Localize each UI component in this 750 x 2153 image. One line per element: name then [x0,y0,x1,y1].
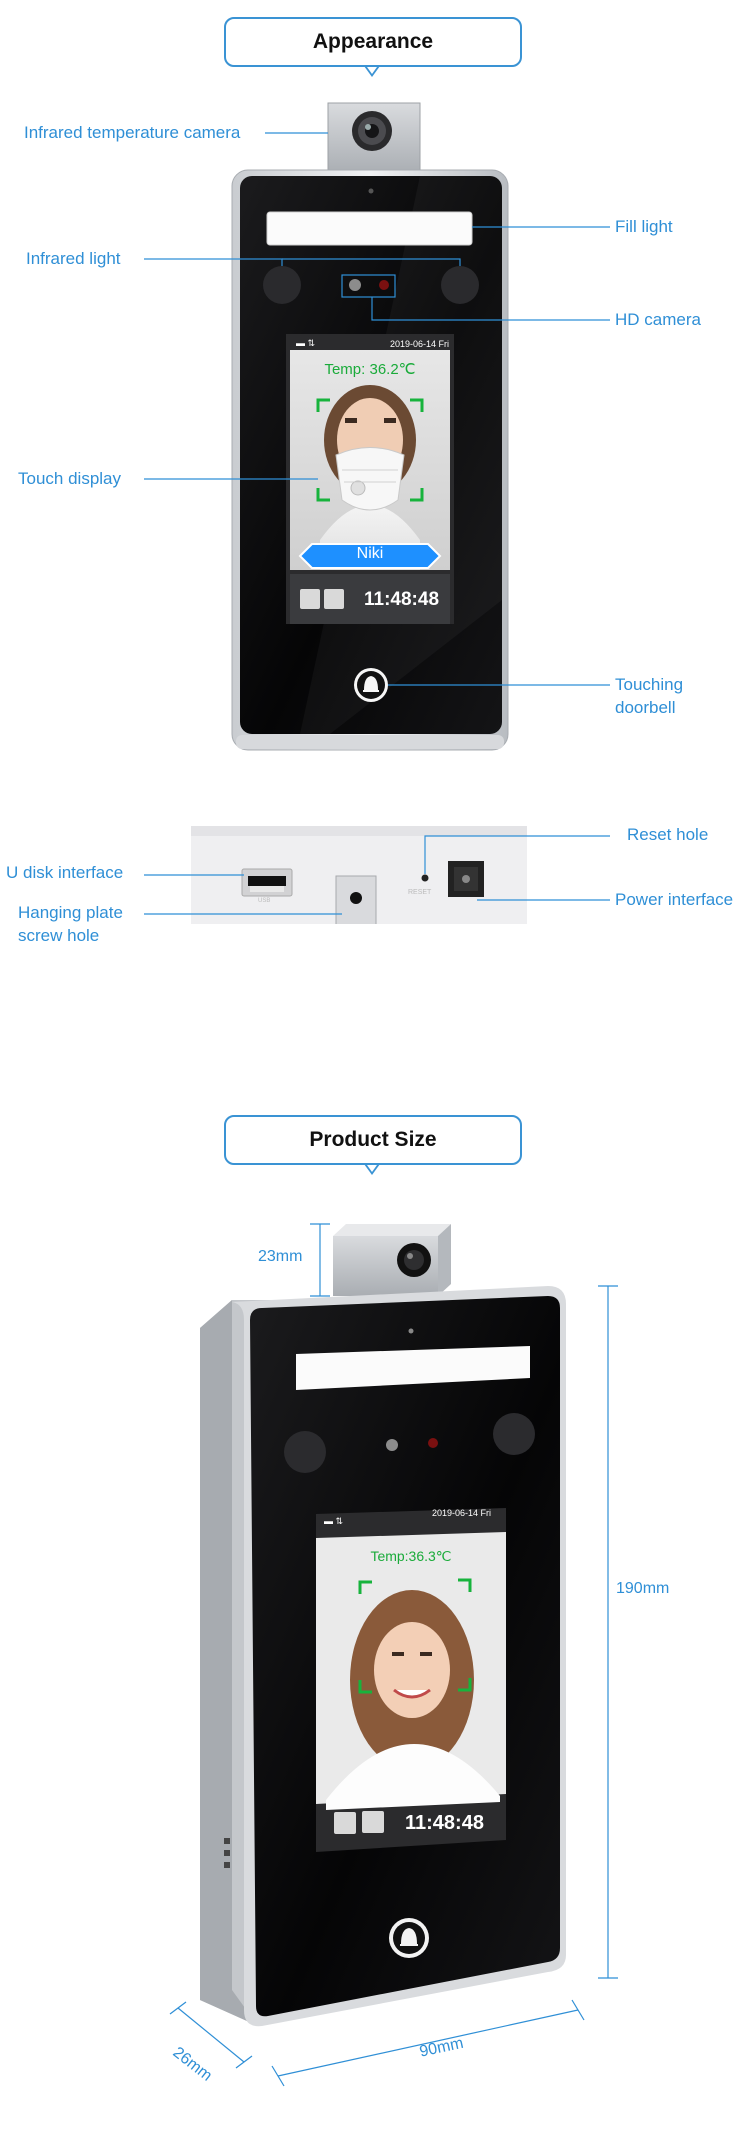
reset-port-text: RESET [408,889,432,896]
screen-name-badge: Niki [356,545,384,562]
label-touching-doorbell-1: Touching [615,675,684,694]
label-hanging-plate-1: Hanging plate [18,903,123,922]
screen-temp: Temp: 36.2℃ [324,361,416,378]
label-u-disk-interface: U disk interface [6,863,124,882]
screen-time: 11:48:48 [364,589,440,610]
product-size-title: Product Size [309,1128,437,1151]
size-screen-date: 2019-06-14 Fri [432,1508,492,1518]
screen-date: 2019-06-14 Fri [390,339,450,349]
face-detect-frame [316,398,424,502]
size-screen-temp: Temp:36.3℃ [370,1548,452,1564]
size-screen-time: 11:48:48 [405,1812,484,1834]
label-fill-light: Fill light [615,217,673,236]
label-hd-camera: HD camera [615,310,701,329]
appearance-title: Appearance [312,30,434,53]
appearance-title-box: Appearance [224,17,522,67]
label-power-interface: Power interface [615,890,734,909]
label-infrared-temperature-camera: Infrared temperature camera [24,123,241,142]
triangle-down-icon [364,1164,380,1175]
product-size-title-box: Product Size [224,1115,522,1165]
label-hanging-plate-2: screw hole [18,926,100,945]
label-touching-doorbell-2: doorbell [615,698,676,717]
size-face-detect-frame [358,1578,472,1694]
label-reset-hole: Reset hole [627,825,709,844]
size-screen-status-icons: ▬ ⇅ [324,1516,344,1526]
usb-port-text: USB [258,898,271,904]
dim-camera-height: 23mm [258,1248,303,1265]
screen-status-icons: ▬ ⇅ [296,338,316,348]
label-touch-display: Touch display [18,469,122,488]
size-camera-module [333,1224,451,1296]
label-infrared-light: Infrared light [26,249,121,268]
dim-height: 190mm [616,1580,670,1597]
triangle-down-icon [364,66,380,77]
thermal-camera-module [327,102,421,176]
side-view-panel [191,826,527,924]
smiling-person-photo [326,1590,500,1810]
